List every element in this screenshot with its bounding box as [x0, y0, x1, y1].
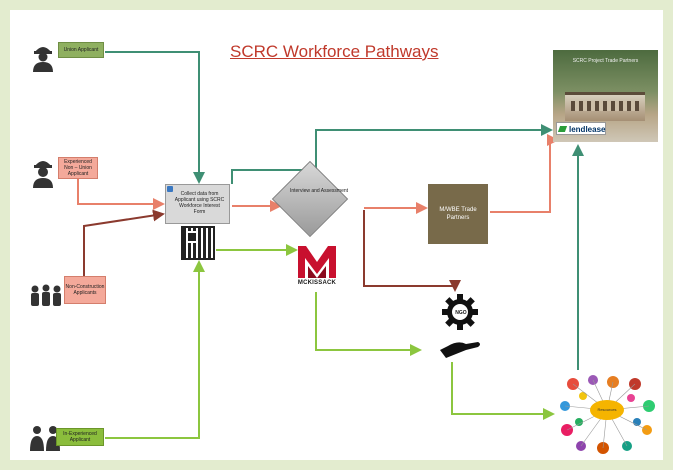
- mckissack-logo-icon: [298, 246, 336, 278]
- assessment-label: Interview and Assessment: [289, 188, 349, 194]
- mwbe-trade-partners-box: M/WBE Trade Partners: [428, 184, 488, 244]
- union-worker-icon: [33, 47, 53, 72]
- ngo-hand-gear-icon: [440, 294, 480, 358]
- group-applicants-icon: [31, 284, 61, 306]
- mwbe-to-lendlease-arrow: [490, 134, 559, 213]
- experienced-non-union-label: Experienced Non – Union Applicant: [58, 157, 98, 179]
- resources-hub: Resources: [590, 400, 624, 420]
- mckissack-to-ngo-arrow: [315, 292, 422, 356]
- building-graphic: [565, 92, 645, 121]
- non-construction-flow-arrow: [83, 209, 165, 290]
- inexperienced-applicant-label: In-Experienced Applicant: [56, 428, 104, 446]
- collect-data-box: Collect data from Applicant using SCRC W…: [165, 184, 230, 224]
- page-title: SCRC Workforce Pathways: [230, 42, 439, 61]
- form-icon: [167, 186, 173, 192]
- mckissack-wordmark: MCKISSACK: [297, 280, 337, 286]
- union-flow-arrow: [105, 51, 205, 184]
- project-trade-partners-label: SCRC Project Trade Partners: [572, 58, 639, 64]
- lendlease-logo: lendlease: [556, 122, 606, 135]
- ngo-to-resources-arrow: [451, 362, 555, 420]
- union-applicant-label: Union Applicant: [58, 42, 104, 58]
- experienced-flow-arrow: [77, 178, 165, 210]
- inexperienced-flow-arrow: [105, 260, 205, 439]
- non-construction-label: Non-Construction Applicants: [64, 276, 106, 304]
- assessment-to-ngo-arrow: [363, 210, 461, 292]
- qr-code-icon: [181, 226, 215, 260]
- experienced-worker-icon: [33, 161, 53, 188]
- ngo-label: NGO: [455, 310, 467, 316]
- collect-to-lendlease-arrow: [231, 124, 553, 184]
